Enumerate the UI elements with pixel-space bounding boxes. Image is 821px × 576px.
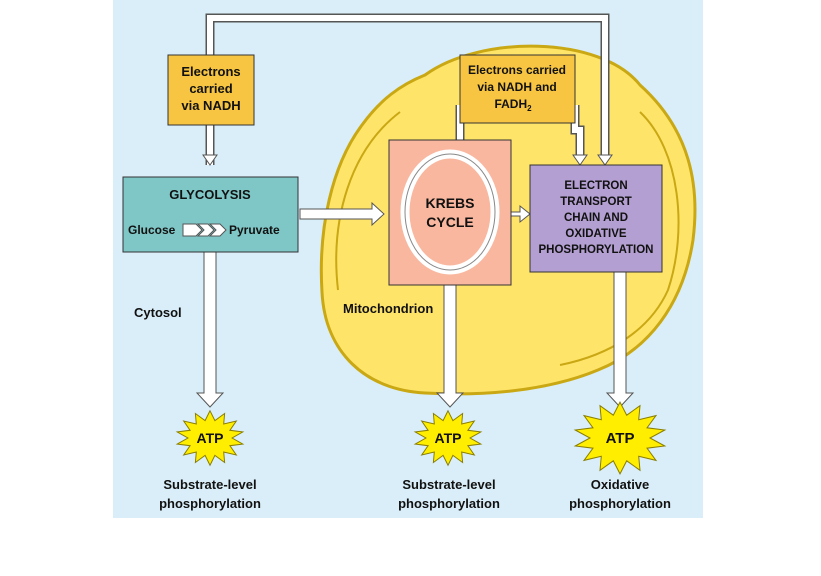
etc-line-5: PHOSPHORYLATION — [538, 244, 653, 256]
glycolysis-title: GLYCOLYSIS — [169, 187, 251, 202]
cytosol-label: Cytosol — [134, 305, 182, 320]
glycolysis-to-atp-arrow — [195, 251, 225, 408]
nadh-left-line-2: carried — [189, 81, 232, 96]
nadh-right-line-3: FADH2 — [494, 97, 532, 113]
nadh-right-line-2: via NADH and — [477, 80, 556, 94]
krebs-cycle-box: KREBS CYCLE — [388, 139, 512, 286]
krebs-line-2: CYCLE — [426, 214, 473, 230]
krebs-line-1: KREBS — [425, 195, 474, 211]
etc-line-2: TRANSPORT — [560, 196, 632, 208]
arrow-head — [202, 154, 218, 166]
atp-label-1: ATP — [197, 430, 224, 446]
glycolysis-to-krebs-arrow — [299, 201, 385, 227]
arrow-head — [572, 154, 588, 166]
nadh-left-line-1: Electrons — [181, 64, 240, 79]
atp-star-icon — [175, 409, 245, 467]
atp-burst-2: ATP — [413, 409, 483, 467]
glycolysis-box: GLYCOLYSIS Glucose Pyruvate — [122, 176, 299, 253]
nadh-right-line-1: Electrons carried — [468, 63, 566, 77]
nadh-fadh-box-right: Electrons carried via NADH and FADH2 — [459, 54, 576, 124]
chevron-arrows-icon — [182, 223, 227, 237]
atp-star-icon — [413, 409, 483, 467]
krebs-to-etc-arrow — [509, 204, 531, 224]
cycle-ring-outline — [404, 153, 496, 271]
atp-burst-3: ATP — [573, 401, 667, 475]
fadh-label: FADH — [494, 97, 527, 111]
pyruvate-label: Pyruvate — [229, 223, 280, 237]
atp-burst-1: ATP — [175, 409, 245, 467]
atp-label-2: ATP — [435, 430, 462, 446]
fadh-subscript: 2 — [527, 104, 532, 113]
caption-1-line-2: phosphorylation — [159, 496, 261, 511]
caption-1-line-1: Substrate-level — [163, 477, 256, 492]
atp-label-3: ATP — [606, 430, 635, 447]
mitochondrion-label: Mitochondrion — [343, 301, 433, 316]
etc-box: ELECTRON TRANSPORT CHAIN AND OXIDATIVE P… — [529, 164, 663, 273]
caption-3-line-2: phosphorylation — [569, 496, 671, 511]
etc-line-1: ELECTRON — [564, 180, 627, 192]
nadh-box-left: Electrons carried via NADH — [167, 54, 255, 126]
etc-line-4: OXIDATIVE — [565, 228, 626, 240]
etc-to-atp-arrow — [605, 271, 635, 408]
etc-line-3: CHAIN AND — [564, 212, 628, 224]
caption-2-line-2: phosphorylation — [398, 496, 500, 511]
caption-3-line-1: Oxidative — [591, 477, 650, 492]
caption-2-line-1: Substrate-level — [402, 477, 495, 492]
nadh-left-line-3: via NADH — [181, 98, 240, 113]
krebs-to-atp-arrow — [435, 284, 465, 408]
arrow-head — [597, 154, 613, 166]
mitochondrion-inner-membrane — [335, 111, 680, 366]
atp-star-icon — [573, 401, 667, 475]
glucose-label: Glucose — [128, 223, 176, 237]
